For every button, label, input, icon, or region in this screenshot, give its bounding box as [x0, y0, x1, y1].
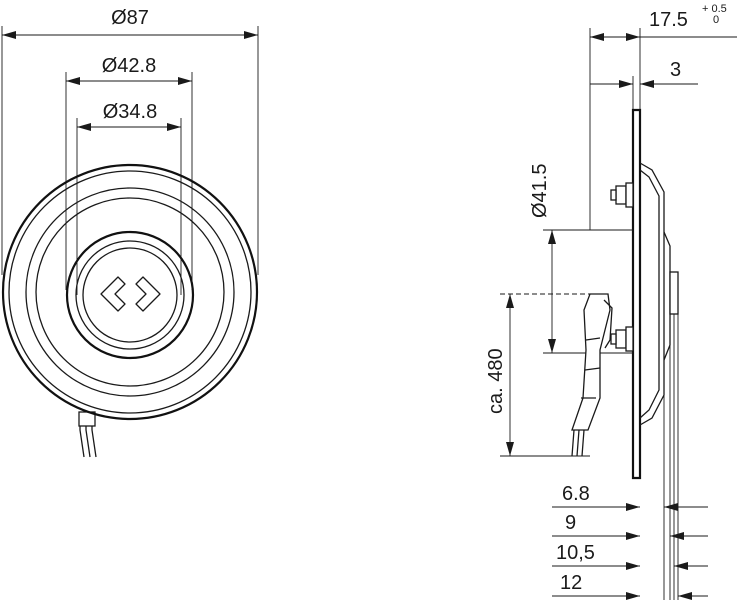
button-housing	[65, 230, 195, 360]
mounting-screw-bottom	[610, 326, 634, 352]
flange-plate	[631, 108, 642, 480]
dim-cable-length: ca. 480	[485, 348, 507, 414]
dim-depth-12: 12	[552, 572, 708, 600]
dim-depth-10-5: 10,5	[552, 542, 708, 570]
cable	[571, 293, 613, 457]
chevron-symbol-icon	[100, 276, 161, 312]
dim-depth-9: 9	[552, 512, 708, 540]
push-button	[82, 247, 178, 343]
mounting-screw-top	[610, 182, 634, 208]
dim-inner-diameter: Ø34.8	[103, 101, 157, 123]
dim-depth-label: 10,5	[556, 542, 595, 564]
dim-depth: 17.5	[649, 9, 688, 31]
dim-depth-tolerance-lower: 0	[713, 14, 719, 26]
outer-ring	[1, 163, 259, 421]
front-view: Ø87 Ø42.8 Ø34.8	[1, 7, 259, 458]
dim-outer-diameter: Ø87	[111, 7, 149, 29]
dim-mid-diameter: Ø42.8	[102, 55, 156, 77]
dim-depth-tolerance-upper: + 0.5	[702, 3, 727, 15]
dim-depth-label: 12	[560, 572, 582, 594]
housing-profile	[639, 162, 665, 426]
side-view: 17.5 + 0.5 0 3 Ø41.5	[485, 3, 737, 600]
dim-flange-thickness: 3	[670, 59, 681, 81]
dim-depth-6-8: 6.8	[552, 483, 708, 511]
dim-depth-label: 9	[565, 512, 576, 534]
dim-housing-diameter: Ø41.5	[529, 164, 551, 218]
dim-depth-label: 6.8	[562, 483, 590, 505]
